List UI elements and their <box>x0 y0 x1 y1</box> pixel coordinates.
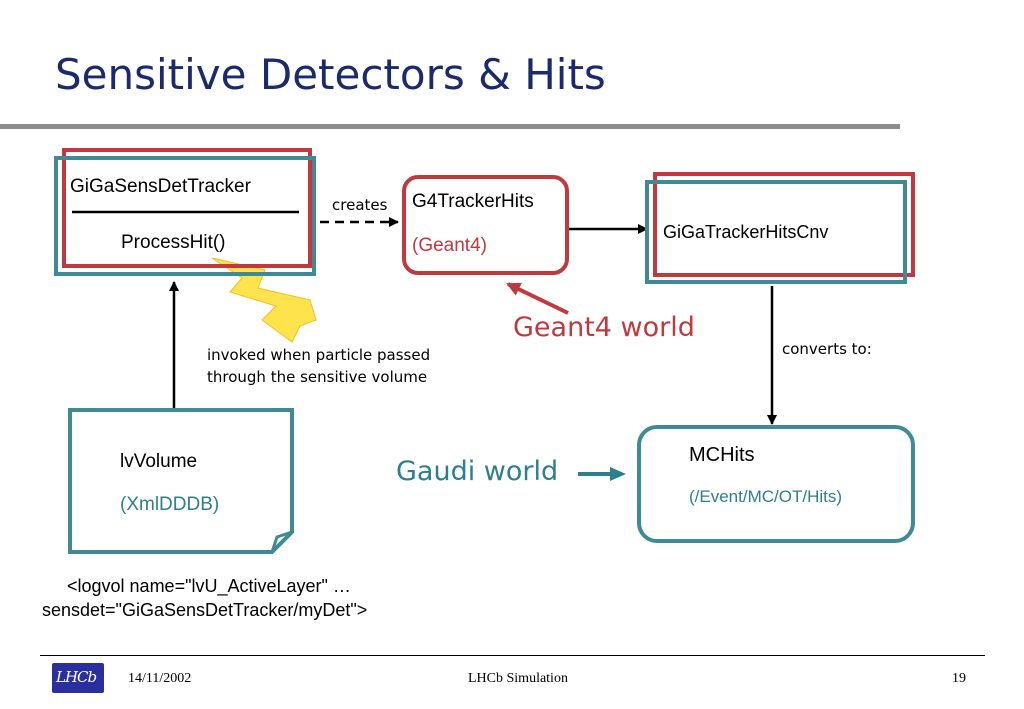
footer-divider <box>40 655 985 656</box>
invoked-line-2: through the sensitive volume <box>207 368 428 386</box>
creates-label: creates <box>332 196 388 214</box>
geant4-world-arrow <box>506 282 569 315</box>
sensdet-inner-box[interactable] <box>54 156 316 276</box>
cnv-inner-box[interactable] <box>645 180 907 284</box>
lvvolume-note-shape <box>68 408 294 554</box>
slide-title: Sensitive Detectors & Hits <box>55 50 606 99</box>
volume-name: lvVolume <box>120 451 198 472</box>
page-number: 19 <box>952 671 966 686</box>
cnv-outer-box <box>653 172 915 277</box>
xml-line-2: sensdet="GiGaSensDetTracker/myDet"> <box>42 600 368 620</box>
volume-source: (XmlDDDB) <box>120 494 220 515</box>
mchits-path: (/Event/MC/OT/Hits) <box>689 487 843 506</box>
g4trackerhits-world: (Geant4) <box>412 235 487 256</box>
cnv-name: GiGaTrackerHitsCnv <box>663 222 829 242</box>
sensdet-name: GiGaSensDetTracker <box>70 176 251 197</box>
lvvolume-note-fold <box>270 530 293 553</box>
sensdet-method: ProcessHit() <box>121 232 226 253</box>
lightning-bolt-icon <box>211 257 317 343</box>
converts-label: converts to: <box>782 340 872 358</box>
g4trackerhits-box[interactable] <box>402 175 569 275</box>
xml-line-1: <logvol name="lvU_ActiveLayer" … <box>67 576 351 596</box>
lhcb-logo-icon: LHCb <box>52 663 104 693</box>
geant4-world-label: Geant4 world <box>513 312 695 343</box>
title-divider <box>0 124 900 129</box>
mchits-name: MCHits <box>689 444 755 466</box>
footer-date: 14/11/2002 <box>128 671 192 686</box>
invoked-line-1: invoked when particle passed <box>207 346 431 364</box>
footer-title: LHCb Simulation <box>468 671 568 686</box>
mchits-box[interactable] <box>637 425 915 543</box>
g4trackerhits-name: G4TrackerHits <box>412 191 534 212</box>
gaudi-world-arrowhead <box>610 467 626 481</box>
sensdet-outer-box <box>62 148 312 268</box>
logo-text: LHCb <box>56 668 97 686</box>
gaudi-world-label: Gaudi world <box>396 456 559 487</box>
